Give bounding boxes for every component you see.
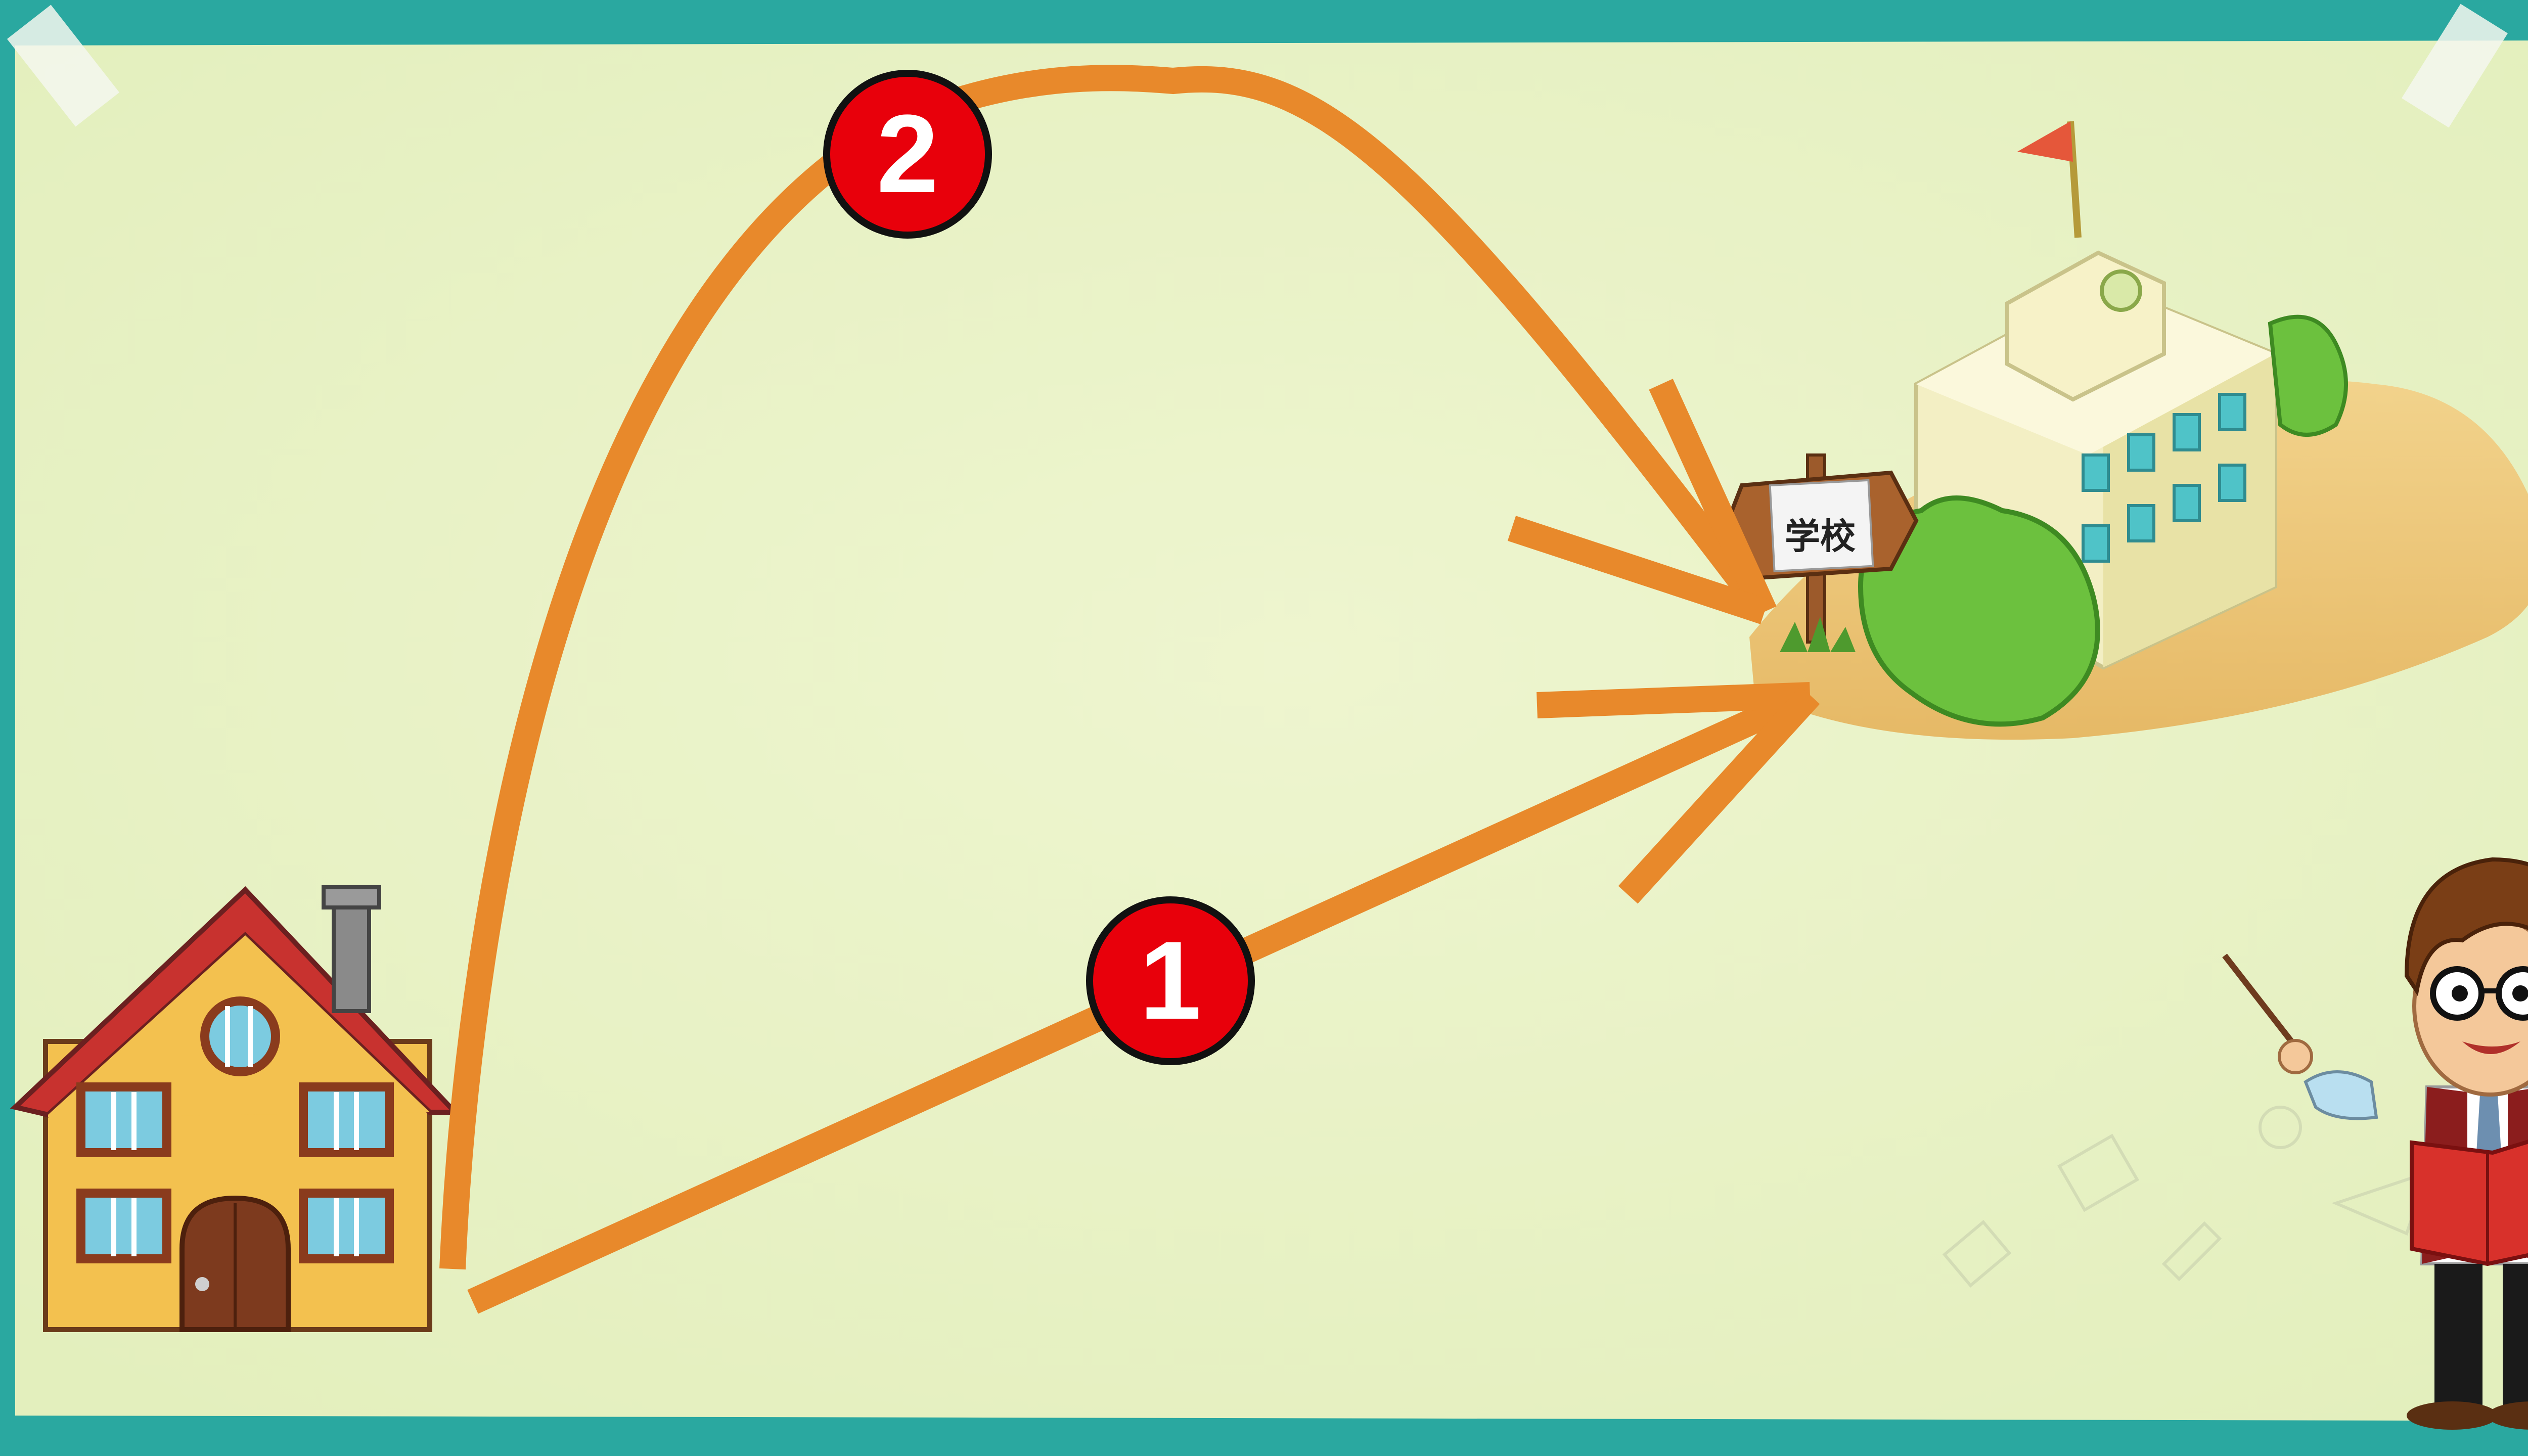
school-sign-text: 学校: [1785, 516, 1856, 557]
route-1-arrowhead-top: [1537, 695, 1810, 705]
route-2-number: 2: [877, 92, 938, 216]
route-1-number: 1: [1140, 918, 1201, 1042]
route-2-marker: 2: [827, 73, 988, 235]
route-1-marker: 1: [1090, 900, 1251, 1062]
bottom-strip: [0, 1421, 2528, 1456]
